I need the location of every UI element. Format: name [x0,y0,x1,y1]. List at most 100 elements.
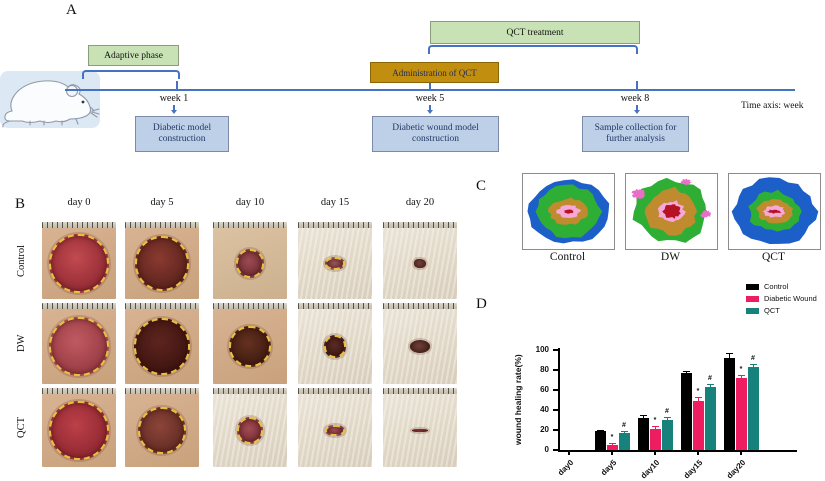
ruler-strip [42,222,116,228]
wound-photo [383,222,457,299]
y-tick [553,409,558,411]
error-bar [740,375,742,378]
week1-arrow-icon [170,105,177,114]
week5-tick [429,81,431,90]
sample-collection-box: Sample collection for further analysis [582,116,689,152]
ruler-strip [298,303,372,309]
wound-area [323,335,347,358]
wound-area [411,428,429,433]
wound-area [49,400,109,461]
y-tick-label: 40 [540,405,549,414]
trace-svg [731,177,819,244]
error-bar [654,426,656,429]
bar-qct-day5 [618,433,630,450]
qct-treatment-bracket [428,45,638,54]
wound-area [134,236,190,291]
legend-swatch [746,295,759,302]
error-cap [682,371,690,373]
wound-trace-control [522,173,615,250]
diabetic-wound-model-box: Diabetic wound model construction [372,116,499,152]
error-cap [694,397,702,399]
qct-treatment-box: QCT treatment [430,21,640,44]
error-cap [608,443,616,445]
qct-treatment-label: QCT treatment [506,27,564,38]
ruler-strip [213,388,287,394]
ruler-strip [213,222,287,228]
trace-svg [527,179,610,244]
wound-photo [213,303,287,384]
ruler-strip [298,388,372,394]
bar-diabetic-wound-day20 [735,378,747,450]
bar-qct-day20 [747,367,759,450]
administration-box: Administration of QCT [370,62,499,83]
x-tick-label: day10 [638,458,662,481]
mouse-icon [2,80,100,128]
y-tick [553,429,558,431]
week1-label: week 1 [159,93,189,104]
mouse-illustration [0,71,100,128]
legend-swatch [746,307,759,314]
significance-mark: # [665,408,669,415]
x-tick [568,452,570,455]
wound-photo [42,303,116,384]
day-header: day 0 [67,197,91,208]
panel-b-label: B [15,196,26,212]
error-cap [639,415,647,417]
day-header: day 20 [405,197,435,208]
error-bar [666,417,668,420]
bar-qct-day15 [704,387,716,450]
row-label: Control [16,244,27,277]
ruler-strip [213,303,287,309]
legend-item: Diabetic Wound [746,294,817,303]
wound-photo [125,222,199,299]
wound-area [229,325,271,368]
x-tick [654,452,656,455]
y-tick-label: 60 [540,385,549,394]
time-axis-label: Time axis: week [741,101,804,111]
significance-mark: # [622,422,626,429]
legend-label: Control [764,282,789,291]
legend-swatch [746,283,759,290]
error-cap [663,417,671,419]
legend-item: QCT [746,306,817,315]
bar-diabetic-wound-day10 [649,429,661,450]
adaptive-phase-box: Adaptive phase [88,45,179,66]
error-bar [697,397,699,401]
ruler-strip [42,303,116,309]
diabetic-model-box: Diabetic model construction [135,116,229,152]
wound-area [409,340,431,353]
error-cap [706,384,714,386]
week5-arrow-icon [426,105,433,114]
trace-label: QCT [762,251,785,263]
trace-label: DW [660,251,681,263]
panel-c-label: C [476,178,487,194]
bar-control-day10 [637,418,649,450]
diabetic-model-label: Diabetic model construction [152,123,212,144]
bar-control-day20 [723,358,735,450]
adaptive-phase-bracket [82,70,180,79]
week8-arrow-icon [633,105,640,114]
bar-diabetic-wound-day15 [692,401,704,450]
legend-label: QCT [764,306,780,315]
wound-photo [298,388,372,467]
x-tick [611,452,613,455]
wound-trace-dw [625,173,718,250]
wound-area [324,257,346,270]
error-bar [752,364,754,367]
day-header: day 15 [320,197,350,208]
y-tick [553,389,558,391]
wound-photo [383,388,457,467]
diabetic-wound-model-label: Diabetic wound model construction [392,123,479,144]
error-cap [596,430,604,432]
bar-control-day15 [680,373,692,450]
wound-area [235,249,265,278]
panel-a-label: A [66,2,77,18]
y-tick [553,449,558,451]
x-tick-label: day15 [681,458,705,481]
x-tick [697,452,699,455]
ruler-strip [298,222,372,228]
adaptive-phase-label: Adaptive phase [104,50,163,61]
